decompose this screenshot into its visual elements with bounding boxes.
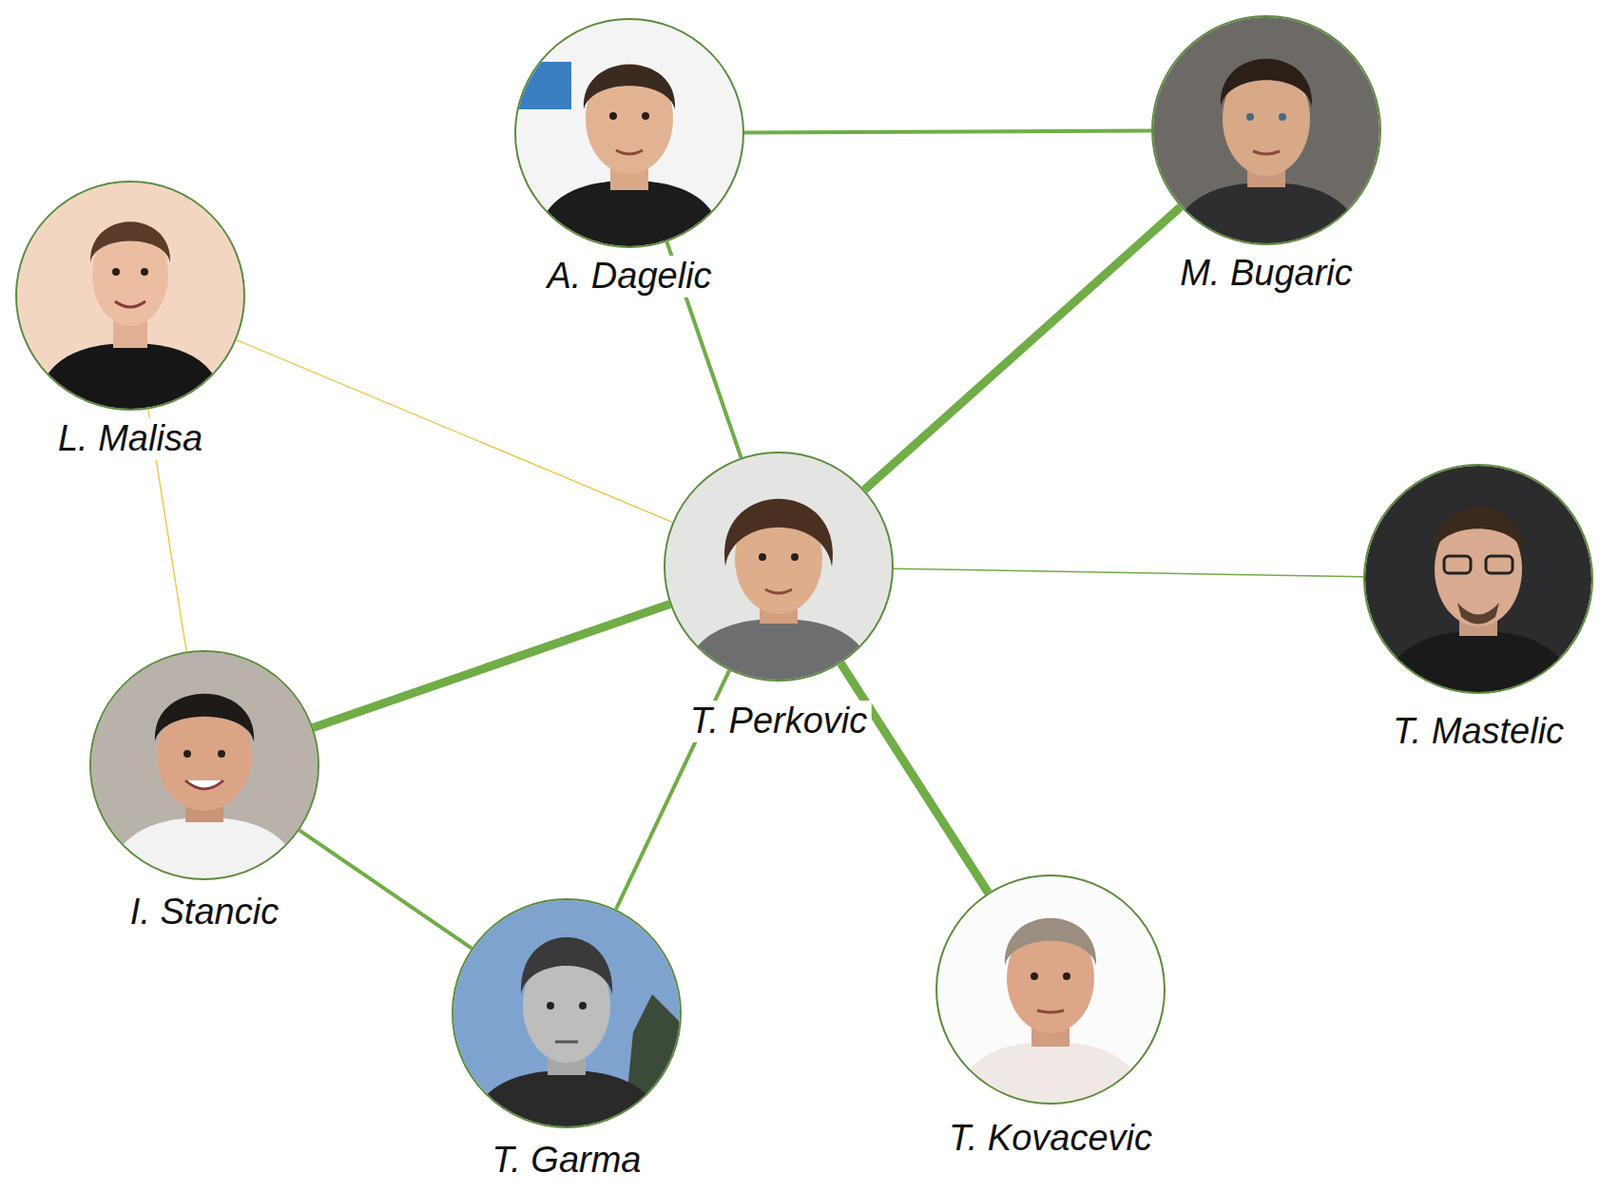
person-circle: T. Garma [451,898,682,1129]
portrait-ground [935,874,1166,1105]
portrait-body [534,180,725,249]
portrait-palm [623,994,682,1129]
portrait-eye [790,553,799,561]
portrait-mouth [1037,1010,1064,1013]
person-circle: T. Kovacevic [935,874,1166,1105]
portrait-hair [583,64,675,110]
portrait-body [1171,182,1362,246]
person-name: T. Perkovic [686,700,872,743]
person-circle: I. Stancic [89,650,320,881]
portrait [1151,15,1382,246]
collaboration-link [236,340,674,523]
logo-mark [514,61,572,110]
portrait-ground [451,898,682,1129]
portrait-body [35,343,226,411]
person-name: T. Kovacevic [944,1118,1157,1160]
portrait-mouth [115,301,146,308]
portrait [935,874,1166,1105]
portrait-eye [1030,972,1039,981]
portrait-mouth [765,589,792,594]
person-name: L. Malisa [54,418,207,461]
portrait-ground [663,451,894,682]
portrait [15,180,246,411]
person-name: T. Garma [488,1139,646,1182]
portrait-eye [641,112,650,120]
person-name: T. Mastelic [1388,711,1568,753]
portrait-eye [1278,113,1287,121]
portrait [514,18,745,249]
portrait-eye [217,750,226,758]
portrait-hair [154,693,254,742]
portrait-beard [1457,602,1500,625]
portrait-eye [578,1002,587,1010]
portrait-eye [758,553,767,561]
portrait-ground [514,18,745,249]
portrait-hair [90,221,171,263]
portrait-glasses [1485,556,1513,574]
portrait-body [1383,631,1574,694]
person-circle: A. Dagelic [514,18,745,249]
portrait [451,898,682,1129]
collaboration-link [893,568,1364,578]
portrait-glasses [1444,556,1471,574]
portrait-ground [1363,463,1594,694]
portrait [89,650,320,881]
portrait-eye [609,112,617,120]
portrait-eye [183,750,192,758]
portrait-hair [1220,58,1312,107]
person-name: M. Bugaric [1175,252,1357,295]
collaboration-link [299,829,472,948]
portrait-ground [89,650,320,881]
portrait-body [955,1041,1146,1105]
portrait-body [471,1070,662,1129]
collaboration-link [840,663,988,893]
portrait-eye [1246,113,1254,121]
portrait-body [109,817,300,881]
portrait-eye [1062,972,1071,981]
portrait-mouth [185,780,224,790]
person-circle: L. Malisa [15,180,246,411]
collaboration-link [744,131,1152,134]
person-circle: T. Mastelic [1363,463,1594,694]
portrait-hair [1004,918,1097,966]
portrait-hair [520,937,613,995]
portrait-mouth [1253,151,1280,155]
person-circle: M. Bugaric [1151,15,1382,246]
portrait-eye [140,268,149,276]
person-circle: T. Perkovic [663,451,894,682]
portrait-mouth [616,150,643,155]
portrait-mouth [555,1040,579,1044]
portrait [1363,463,1594,694]
portrait-eye [546,1002,555,1010]
portrait-hair [724,499,833,567]
portrait-hair [1432,507,1524,556]
portrait [663,451,894,682]
collaboration-link [864,207,1181,491]
person-name: I. Stancic [126,891,283,934]
person-name: A. Dagelic [542,255,715,298]
portrait-eye [112,268,120,276]
collaboration-link [312,604,670,729]
portrait-ground [1151,15,1382,246]
portrait-ground [15,180,246,411]
